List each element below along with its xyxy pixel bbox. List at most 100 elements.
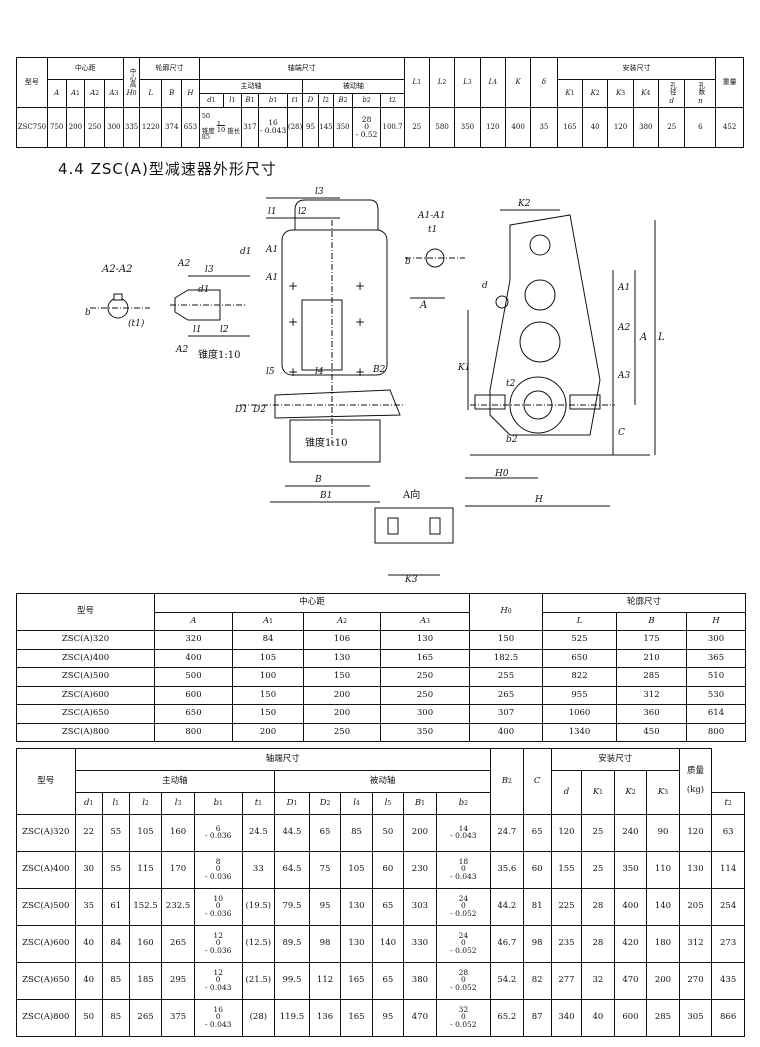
col-driven-shaft: 被动轴 — [302, 79, 405, 94]
col-D2: D2 — [308, 792, 342, 815]
label-L: L — [657, 332, 665, 343]
foot-left — [474, 394, 506, 410]
gear-circle-3 — [519, 321, 561, 363]
label-l5: l5 — [266, 367, 275, 377]
cell-K3: 205 — [678, 888, 713, 926]
label-l1: l1 — [193, 325, 202, 335]
cell-l3: 375 — [161, 999, 195, 1037]
housing-side — [281, 229, 388, 376]
col-D: D — [302, 93, 319, 108]
col-delta: δ — [530, 57, 558, 108]
cell-l4: 165 — [340, 999, 373, 1037]
cell-l3: 160 — [161, 814, 195, 852]
col-install: 安装尺寸 — [550, 748, 680, 771]
label-taper-2: 锥度1:10 — [305, 436, 347, 449]
cell-l1: 85 — [101, 999, 130, 1037]
cell-t1: 33 — [241, 851, 276, 889]
col-t1: t1 — [286, 93, 304, 108]
cell: 350 — [379, 722, 471, 742]
cell-K1: 470 — [613, 962, 648, 1000]
col-l2: l2 — [128, 792, 163, 815]
cell: 360 — [616, 704, 688, 724]
cell-t1: (12.5) — [241, 925, 276, 963]
cell: 250 — [84, 107, 106, 148]
cell-d: 28 — [581, 925, 615, 963]
cell-model: ZSC(A)600 — [16, 685, 155, 705]
col-b2: b2 — [351, 93, 382, 108]
col-model: 型号 — [16, 57, 48, 108]
cell-l4: 165 — [340, 962, 373, 1000]
cell: 130 — [379, 630, 471, 650]
label-K1: K1 — [457, 363, 470, 373]
label-taper-1: 锥度1:10 — [198, 348, 240, 361]
cell: 150 — [232, 704, 304, 724]
cell: 6 — [684, 107, 717, 148]
label-l2-top: l2 — [298, 207, 307, 217]
section-title: 4.4 ZSC(A)型减速器外形尺寸 — [58, 160, 277, 178]
col-drive-shaft: 主动轴 — [198, 79, 304, 94]
cell-l1: 55 — [101, 851, 130, 889]
cell: 210 — [616, 648, 688, 668]
col-install: 安装尺寸 — [556, 57, 717, 80]
cell-d: 28 — [581, 888, 615, 926]
cell: 100.7 — [380, 107, 405, 148]
cell: 255 — [469, 667, 544, 687]
cell-C: 235 — [550, 925, 583, 963]
cell: 525 — [542, 630, 618, 650]
label-A2-top: A2 — [177, 259, 190, 269]
cell-C: 277 — [550, 962, 583, 1000]
cell-K2: 110 — [646, 851, 680, 889]
cell-d: 40 — [581, 999, 615, 1037]
cell-w: 273 — [711, 925, 745, 963]
col-A3: A3 — [379, 611, 471, 631]
cell-l2: 185 — [128, 962, 163, 1000]
cell-w: 254 — [711, 888, 745, 926]
cell-model: ZSC750 — [16, 107, 48, 148]
label-A3-right: A3 — [617, 371, 630, 381]
cell-l1: 85 — [101, 962, 130, 1000]
cell: 400 — [154, 648, 233, 668]
label-H0: H0 — [494, 469, 509, 479]
cell: 100 — [232, 667, 304, 687]
cell-K1: 240 — [613, 814, 648, 852]
col-K4: K4 — [632, 79, 660, 108]
col-L4: L4 — [479, 57, 506, 108]
cell-D2: 112 — [308, 962, 342, 1000]
cell-l4: 105 — [340, 851, 373, 889]
col-K2: K2 — [582, 79, 609, 108]
cell-K2: 180 — [646, 925, 680, 963]
label-t1: t1 — [428, 225, 437, 235]
cell: 653 — [181, 107, 200, 148]
housing-front — [489, 214, 601, 436]
cell-t2: 44.2 — [490, 888, 524, 926]
cell: 300 — [686, 630, 747, 650]
svg-text:+: + — [288, 315, 298, 329]
cell-l5: 95 — [371, 999, 405, 1037]
cell-K1: 420 — [613, 925, 648, 963]
cell-K3: 305 — [678, 999, 713, 1037]
svg-text:+: + — [355, 365, 365, 379]
col-model: 型号 — [16, 748, 76, 815]
cell-K3: 130 — [678, 851, 713, 889]
col-outline: 轮廓尺寸 — [542, 593, 747, 613]
col-l5: l5 — [371, 792, 405, 815]
cell: 1220 — [139, 107, 163, 148]
col-d: d — [550, 770, 583, 815]
cell-l4: 85 — [340, 814, 373, 852]
label-A-view: A向 — [402, 488, 420, 501]
cell: 374 — [161, 107, 183, 148]
cell-D1: 79.5 — [274, 888, 310, 926]
cell-l4: 130 — [340, 925, 373, 963]
label-A-right: A — [639, 332, 647, 343]
foot-right — [569, 394, 601, 410]
cell-C: 225 — [550, 888, 583, 926]
cell-w: 114 — [711, 851, 745, 889]
col-A1: A1 — [232, 611, 304, 631]
cell-d1: 30 — [74, 851, 103, 889]
cell-t2: 24.7 — [490, 814, 524, 852]
cell-K1: 350 — [613, 851, 648, 889]
